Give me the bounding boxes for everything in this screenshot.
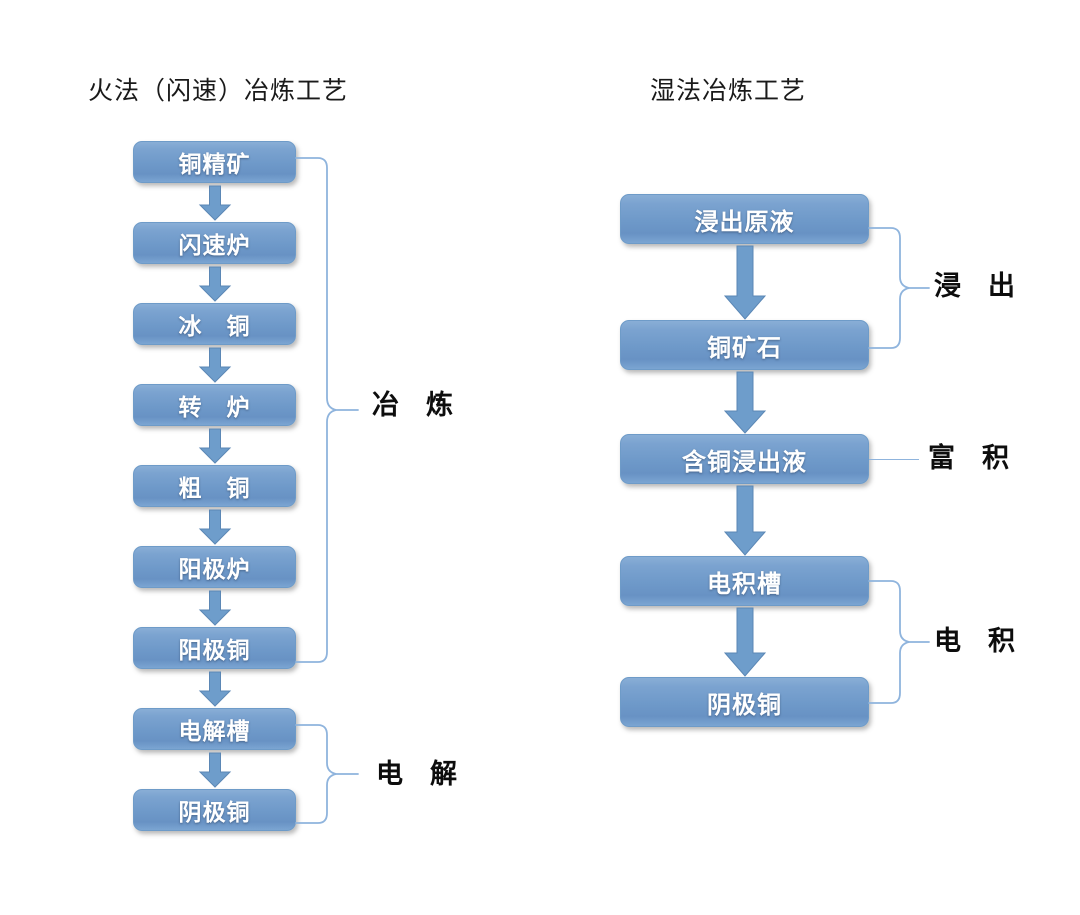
arrow-down-icon-r2 [723, 371, 767, 434]
arrow-down-icon-l1 [198, 185, 232, 221]
arrow-down-icon-l3 [198, 347, 232, 383]
node-blister-copper[interactable]: 粗 铜 [133, 465, 296, 507]
arrow-down-icon-r1 [723, 245, 767, 320]
bracket-electrowinning [868, 578, 939, 708]
node-flash-furnace[interactable]: 闪速炉 [133, 222, 296, 264]
node-electrowinning-cell[interactable]: 电积槽 [620, 556, 869, 606]
stage-label-smelting: 冶 炼 [372, 390, 453, 421]
arrow-down-icon-r4 [723, 607, 767, 677]
node-electrolysis-cell[interactable]: 电解槽 [133, 708, 296, 750]
node-matte[interactable]: 冰 铜 [133, 303, 296, 345]
hydrometallurgy-column-title: 湿法冶炼工艺 [650, 76, 807, 105]
node-cathode-copper[interactable]: 阴极铜 [133, 789, 296, 831]
arrow-down-icon-r3 [723, 485, 767, 556]
node-anode-copper[interactable]: 阳极铜 [133, 627, 296, 669]
arrow-down-icon-l7 [198, 671, 232, 707]
bracket-electrolysis [295, 722, 366, 827]
node-copper-bearing-leachate[interactable]: 含铜浸出液 [620, 434, 869, 484]
arrow-down-icon-l2 [198, 266, 232, 302]
node-leach-solution[interactable]: 浸出原液 [620, 194, 869, 244]
node-anode-furnace[interactable]: 阳极炉 [133, 546, 296, 588]
stage-label-electrolysis: 电 解 [376, 759, 457, 790]
stage-label-electrowinning: 电 积 [934, 626, 1015, 657]
arrow-down-icon-l8 [198, 752, 232, 788]
node-converter[interactable]: 转 炉 [133, 384, 296, 426]
arrow-down-icon-l6 [198, 590, 232, 626]
node-copper-concentrate[interactable]: 铜精矿 [133, 141, 296, 183]
node-copper-ore[interactable]: 铜矿石 [620, 320, 869, 370]
arrow-down-icon-l5 [198, 509, 232, 545]
connector-enrichment [869, 459, 919, 460]
node-cathode-copper-hydro[interactable]: 阴极铜 [620, 677, 869, 727]
bracket-leaching [868, 225, 939, 353]
stage-label-leaching: 浸 出 [934, 271, 1015, 302]
pyrometallurgy-column-title: 火法（闪速）冶炼工艺 [88, 76, 349, 105]
bracket-smelting [295, 155, 366, 665]
stage-label-enrichment: 富 积 [928, 443, 1009, 474]
arrow-down-icon-l4 [198, 428, 232, 464]
